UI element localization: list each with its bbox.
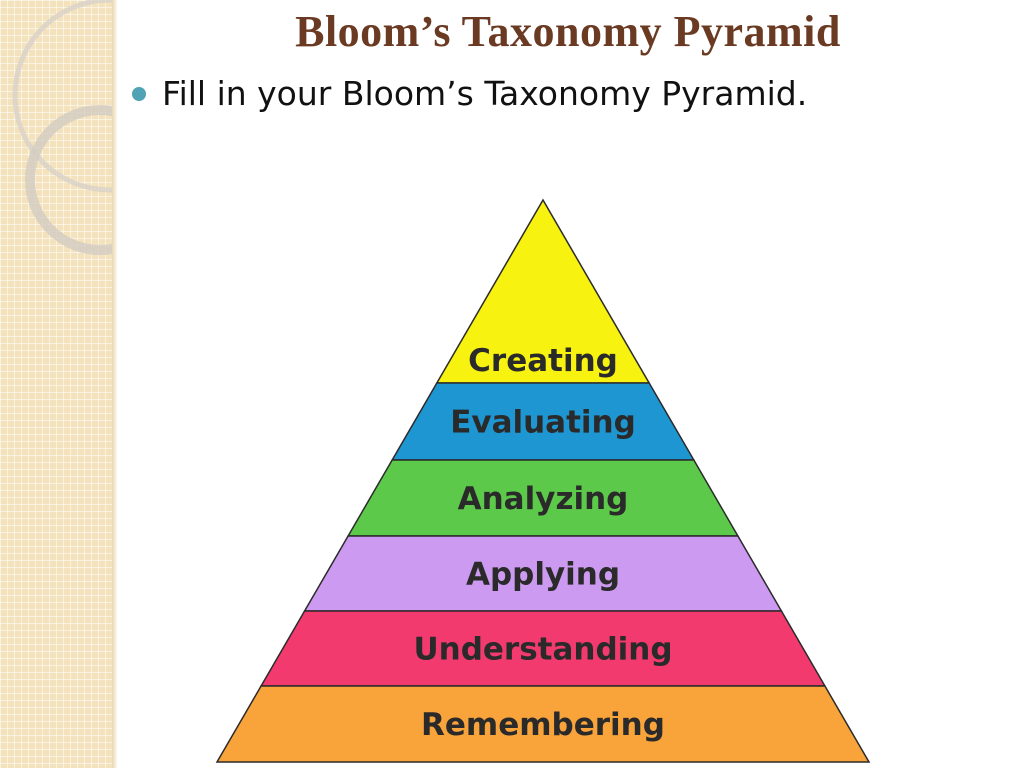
pyramid-tier-label: Creating bbox=[468, 343, 618, 379]
pyramid-tier-label: Analyzing bbox=[458, 481, 629, 517]
pyramid-tier-label: Remembering bbox=[421, 707, 665, 743]
slide-title: Bloom’s Taxonomy Pyramid bbox=[295, 7, 841, 56]
pyramid-tier-remembering bbox=[215, 685, 871, 763]
pyramid-tier-label: Applying bbox=[466, 557, 620, 593]
bullet-text: Fill in your Bloom’s Taxonomy Pyramid. bbox=[162, 74, 808, 113]
pyramid-tier-label: Understanding bbox=[413, 632, 672, 668]
bullet-dot-icon bbox=[132, 86, 146, 101]
decorative-side-panel bbox=[0, 0, 112, 768]
pyramid-tier-label: Evaluating bbox=[450, 405, 636, 441]
side-panel-edge bbox=[112, 0, 118, 768]
decorative-circles-icon bbox=[12, 0, 112, 255]
bullet-item: Fill in your Bloom’s Taxonomy Pyramid. bbox=[132, 74, 807, 113]
